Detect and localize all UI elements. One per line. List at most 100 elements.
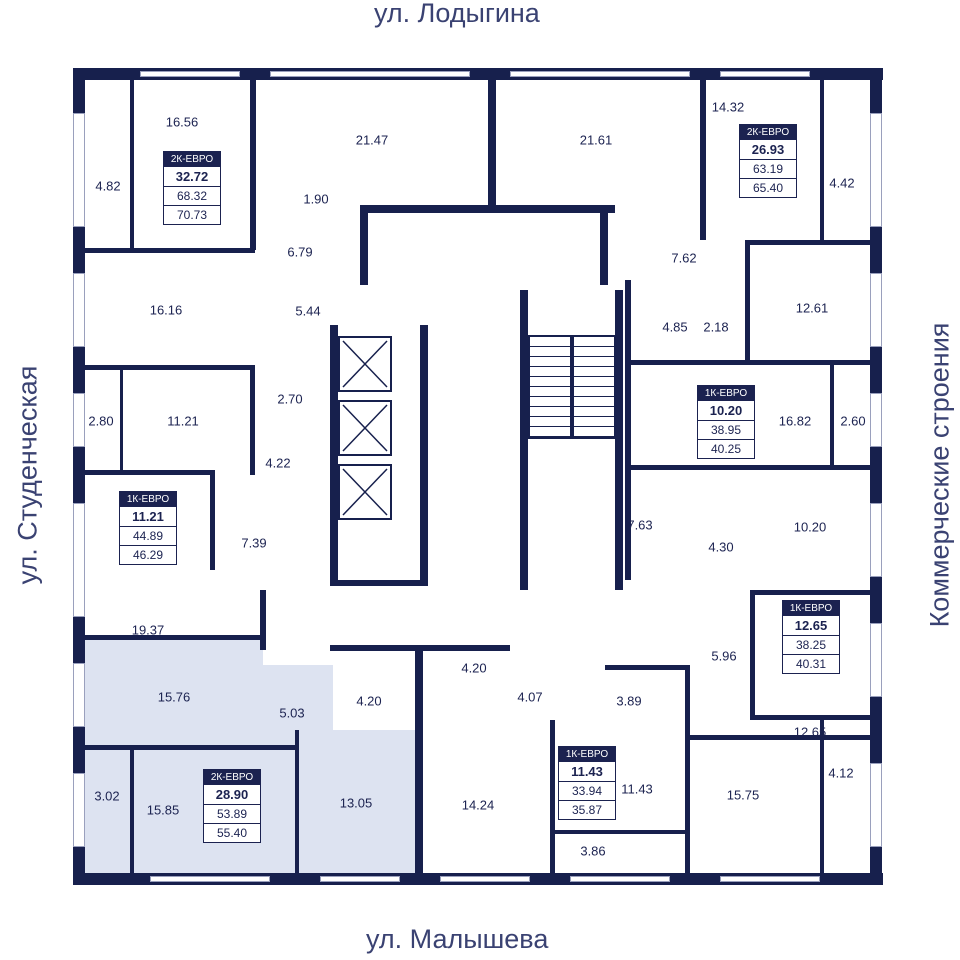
wall — [520, 290, 528, 590]
room-area-label: 16.82 — [778, 413, 812, 429]
window — [73, 113, 85, 227]
room-area-label: 4.20 — [356, 693, 382, 709]
room-area-label: 2.60 — [840, 413, 866, 429]
wall — [745, 240, 870, 245]
wall — [420, 325, 428, 585]
room-area-label: 16.56 — [165, 114, 199, 130]
window — [720, 876, 820, 882]
wall — [750, 715, 870, 720]
selected-apartment[interactable] — [85, 640, 263, 748]
wall — [85, 470, 215, 475]
window — [73, 663, 85, 727]
wall — [550, 720, 555, 873]
wall — [85, 365, 255, 370]
apartment-type: 1К-ЕВРО — [698, 386, 754, 401]
window — [73, 773, 85, 847]
window — [73, 393, 85, 447]
room-area-label: 5.44 — [295, 303, 321, 319]
wall — [330, 580, 428, 586]
wall — [330, 325, 338, 585]
living-area: 10.20 — [698, 401, 754, 421]
room-area-label: 15.76 — [157, 689, 191, 705]
wall — [85, 745, 295, 750]
wall — [210, 470, 215, 570]
window — [140, 71, 240, 77]
wall — [295, 730, 299, 873]
wall — [360, 205, 615, 213]
wall — [415, 645, 423, 873]
elevator-2 — [338, 400, 392, 456]
wall — [625, 465, 870, 470]
total-area: 63.19 — [740, 160, 796, 179]
room-area-label: 4.12 — [828, 765, 854, 781]
street-bottom-label: ул. Малышева — [366, 924, 549, 954]
room-area-label: 12.65 — [793, 724, 827, 740]
window — [870, 623, 882, 697]
room-area-label: 6.79 — [287, 244, 313, 260]
wall — [685, 665, 690, 873]
room-area-label: 4.85 — [662, 319, 688, 335]
total-area-with-balcony: 40.25 — [710, 442, 742, 456]
street-left-label: ул. Студенческая — [12, 365, 43, 585]
elevator-1 — [338, 336, 392, 392]
wall — [85, 635, 265, 640]
wall — [700, 80, 706, 240]
street-top-label: ул. Лодыгина — [374, 0, 540, 28]
window — [570, 876, 670, 882]
selected-apartment-part — [295, 730, 415, 873]
room-area-label: 21.47 — [355, 132, 389, 148]
window — [870, 113, 882, 227]
living-area: 26.93 — [740, 140, 796, 160]
total-area: 38.25 — [783, 636, 839, 655]
window — [320, 876, 400, 882]
room-area-label: 7.62 — [671, 250, 697, 266]
wall — [250, 365, 255, 475]
selected-apartment-part — [85, 748, 295, 873]
living-area: 12.65 — [783, 616, 839, 636]
room-area-label: 21.61 — [579, 132, 613, 148]
window — [73, 503, 85, 617]
room-area-label: 4.07 — [517, 689, 543, 705]
wall — [745, 240, 750, 360]
room-area-label: 12.61 — [795, 300, 829, 316]
street-right-label: Коммерческие строения — [924, 322, 955, 628]
wall — [250, 80, 256, 250]
wall — [685, 735, 870, 740]
apartment-type: 2К-ЕВРО — [164, 152, 220, 167]
room-area-label: 2.18 — [703, 319, 729, 335]
wall — [360, 205, 368, 285]
room-area-label: 19.37 — [131, 622, 165, 638]
window — [73, 273, 85, 347]
room-area-label: 10.20 — [793, 519, 827, 535]
wall — [120, 370, 123, 470]
room-area-label: 11.43 — [621, 781, 653, 797]
wall — [830, 360, 834, 465]
room-area-label: 4.82 — [95, 178, 121, 194]
elevator-3 — [338, 464, 392, 520]
living-area: 11.43 — [559, 762, 615, 782]
room-area-label: 15.75 — [726, 787, 760, 803]
total-area-with-balcony: 46.29 — [132, 548, 164, 562]
room-area-label: 4.30 — [708, 539, 734, 555]
wall — [820, 80, 824, 240]
total-area-with-balcony: 70.73 — [176, 208, 208, 222]
living-area: 32.72 — [164, 167, 220, 187]
window — [270, 71, 470, 77]
room-area-label: 5.96 — [711, 648, 737, 664]
window — [870, 763, 882, 847]
room-area-label: 3.02 — [94, 788, 120, 804]
room-area-label: 15.85 — [146, 802, 180, 818]
staircase — [572, 335, 616, 439]
room-area-label: 4.20 — [461, 660, 487, 676]
wall — [130, 80, 134, 248]
wall — [750, 590, 755, 715]
room-area-label: 4.22 — [265, 455, 291, 471]
